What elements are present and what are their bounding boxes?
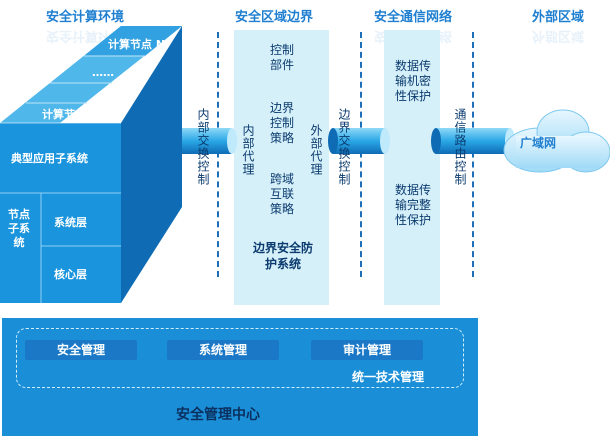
header-comm-network: 安全通信网络 xyxy=(374,10,453,25)
pipe-boundary xyxy=(333,128,385,154)
header-external-region: 外部区域 xyxy=(532,10,585,25)
cube-front-face xyxy=(0,123,121,303)
security-management-center xyxy=(2,318,478,436)
outer-proxy: 外部代理 xyxy=(309,124,323,176)
inner-switch-control: 内部交换控制 xyxy=(196,108,210,186)
system-mgmt-button[interactable]: 系统管理 xyxy=(167,340,279,360)
cube-system-layer-label: 系统层 xyxy=(54,216,87,229)
cube-side-face xyxy=(121,26,182,303)
transmission-integrity: 数据传输完整性保护 xyxy=(395,183,432,227)
boundary-band xyxy=(234,30,329,305)
border-switch-control: 边界交换控制 xyxy=(337,108,351,186)
cube-app-subsystem-label: 典型应用子系统 xyxy=(11,152,88,165)
cube-node-1-label: 计算节点 1 xyxy=(42,108,98,121)
divider-3 xyxy=(472,32,474,277)
divider-2 xyxy=(360,32,362,277)
network-band xyxy=(384,30,440,305)
boundary-protection-system: 边界安全防护系统 xyxy=(253,241,314,271)
unified-tech-mgmt-label: 统一技术管理 xyxy=(352,370,425,384)
wan-cloud-icon xyxy=(503,109,610,173)
cube-node-subsystem-label: 节点子系统 xyxy=(8,208,30,249)
unified-management-frame xyxy=(16,328,464,388)
inner-proxy: 内部代理 xyxy=(241,124,255,176)
pipe-inner xyxy=(182,128,232,154)
cube-node-n-label: 计算节点 N xyxy=(108,38,166,51)
security-mgmt-button[interactable]: 安全管理 xyxy=(25,340,137,360)
center-title: 安全管理中心 xyxy=(176,407,260,423)
header-region-boundary: 安全区域边界 xyxy=(235,10,314,25)
audit-mgmt-button[interactable]: 审计管理 xyxy=(311,340,423,360)
wan-label: 广域网 xyxy=(520,136,557,150)
pipe-network xyxy=(436,128,510,154)
cube-dots-label: …… xyxy=(92,66,114,79)
boundary-control-policy: 边界控制策略 xyxy=(270,101,295,145)
control-parts: 控制部件 xyxy=(270,43,295,72)
header-computing-env: 安全计算环境 xyxy=(46,10,125,25)
transmission-confidentiality: 数据传输机密性保护 xyxy=(395,59,432,103)
cross-domain-policy: 跨域互联策略 xyxy=(270,172,295,216)
divider-1 xyxy=(217,32,219,277)
cube-core-layer-label: 核心层 xyxy=(54,268,87,281)
routing-control: 通信路由控制 xyxy=(453,108,467,186)
cube-node-n-row xyxy=(84,26,182,56)
